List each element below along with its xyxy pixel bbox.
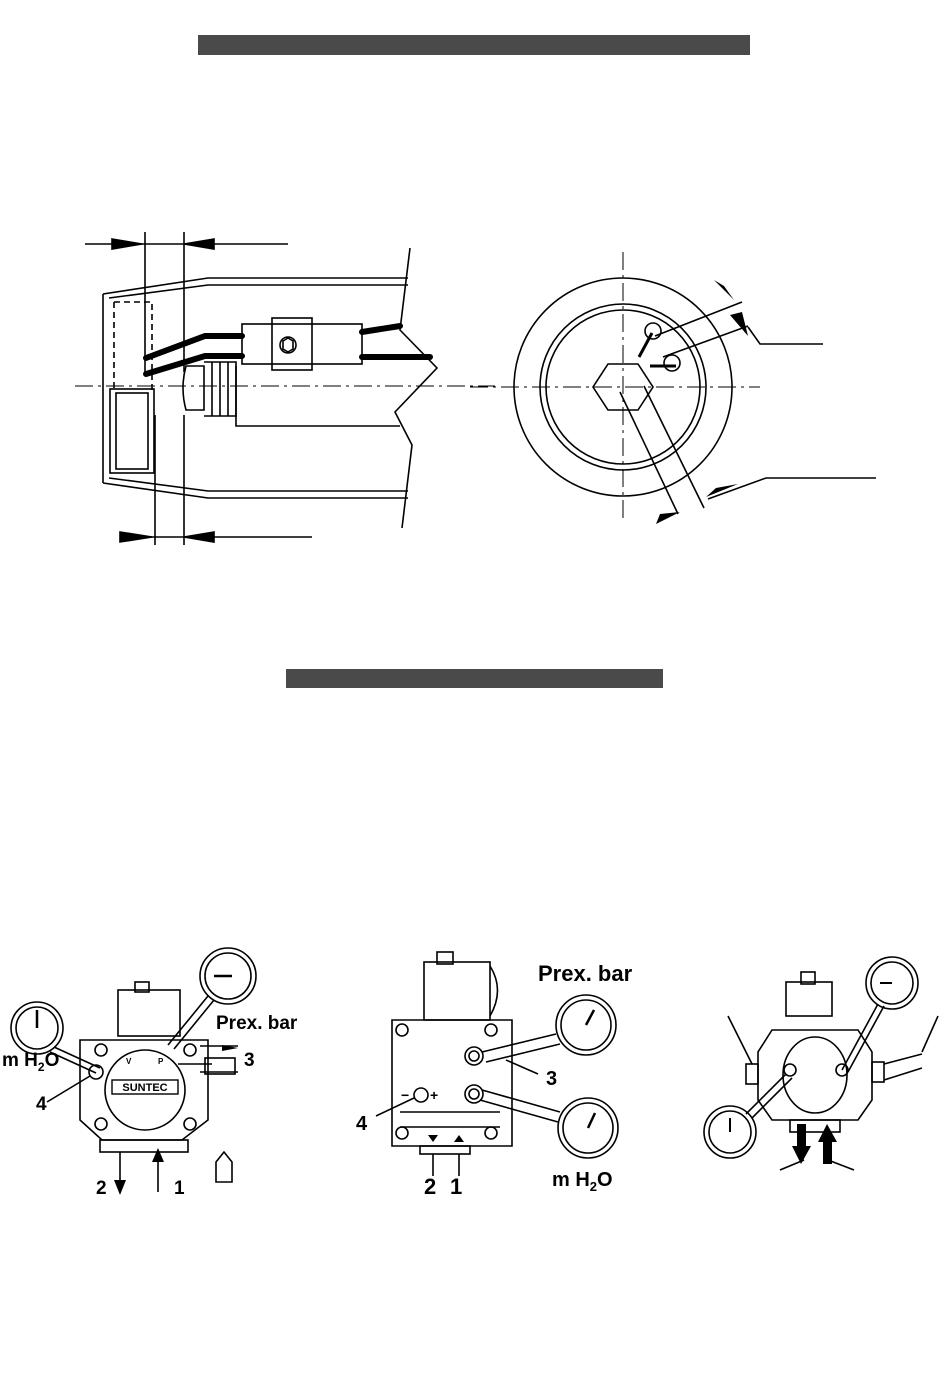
- pump-figure-3: [0, 0, 950, 1399]
